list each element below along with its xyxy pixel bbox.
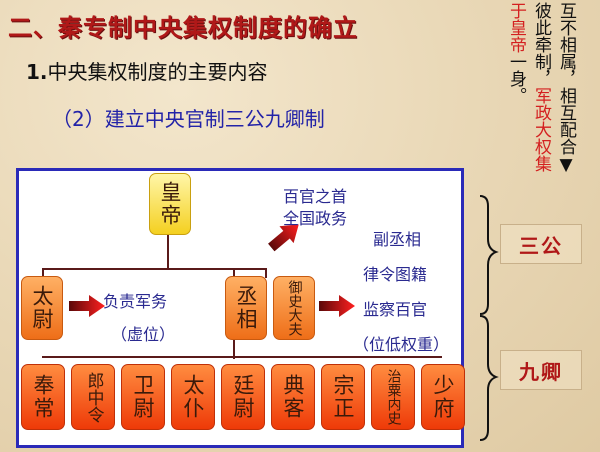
org-chart: 皇帝 太尉 负责军务 （虚位） 丞相 御史大夫 百官之首 全国政务 副丞相 律令…: [16, 168, 465, 448]
side-note-col2: 彼此牵制，军政大权集: [531, 2, 551, 172]
yushi-desc-3: 监察百官: [363, 300, 428, 319]
node-nine-minister: 奉常: [21, 364, 65, 430]
side-note-col1: 互不相属，相互配合▼: [556, 2, 576, 175]
connector: [167, 225, 169, 270]
node-emperor: 皇帝: [149, 173, 191, 235]
node-nine-minister: 卫尉: [121, 364, 165, 430]
tag-nine-ministers: 九卿: [500, 350, 582, 390]
node-nine-minister: 廷尉: [221, 364, 265, 430]
connector: [42, 268, 265, 270]
node-taiwei: 太尉: [21, 276, 63, 340]
node-nine-minister: 少府: [421, 364, 465, 430]
yushi-desc-1: 副丞相: [373, 230, 422, 249]
arrow-right-icon: [69, 295, 105, 317]
connector: [233, 337, 235, 359]
connector: [265, 268, 267, 278]
node-nine-minister: 典客: [271, 364, 315, 430]
tag-three-dukes: 三公: [500, 224, 582, 264]
page-title: 二、秦专制中央集权制度的确立: [8, 14, 358, 42]
node-nine-minister: 太仆: [171, 364, 215, 430]
subtitle-text: 中央集权制度的主要内容: [47, 60, 268, 84]
node-yushi: 御史大夫: [273, 276, 315, 340]
arrow-right-icon: [319, 295, 355, 317]
taiwei-desc: 负责军务: [103, 292, 168, 311]
connector: [233, 268, 235, 278]
yushi-desc-4: （位低权重）: [353, 335, 450, 354]
node-nine-minister: 宗正: [321, 364, 365, 430]
yushi-desc-2: 律令图籍: [363, 265, 428, 284]
chengxiang-duty: 全国政务: [283, 209, 348, 228]
arrow-up-right-icon: [267, 224, 299, 252]
node-chengxiang: 丞相: [225, 276, 267, 340]
subtitle-number: 1.: [26, 60, 48, 84]
node-nine-minister: 治粟内史: [371, 364, 415, 430]
connector: [42, 268, 44, 278]
subtitle: 1.中央集权制度的主要内容: [26, 56, 268, 85]
brace-icon: [479, 195, 499, 441]
chengxiang-desc: 百官之首: [283, 187, 348, 206]
side-note-col3: 于皇帝一身。: [506, 2, 526, 104]
connector: [42, 356, 442, 358]
section-heading: （2）建立中央官制三公九卿制: [52, 107, 325, 131]
taiwei-note: （虚位）: [111, 325, 176, 344]
node-nine-minister: 郎中令: [71, 364, 115, 430]
